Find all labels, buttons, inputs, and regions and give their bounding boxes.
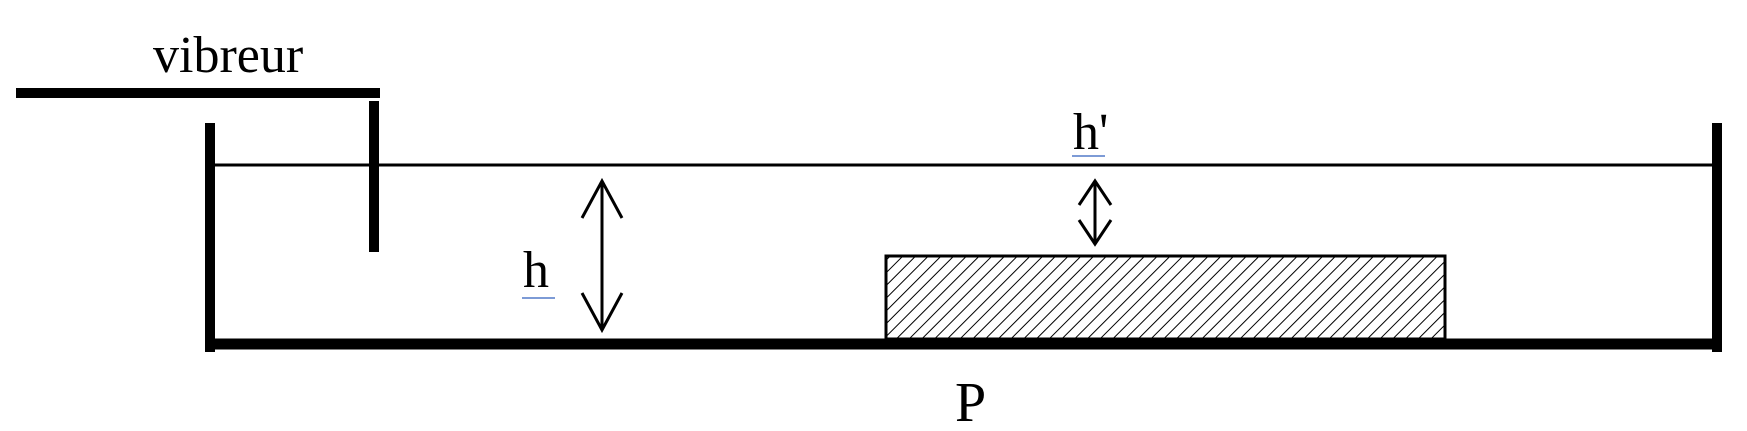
depth-h-prime-label: h'	[1073, 104, 1108, 161]
hatched-plate	[884, 254, 1447, 341]
vibrator-label: vibreur	[153, 27, 303, 84]
depth-h-arrow	[580, 177, 624, 334]
depth-h-prime-arrow	[1077, 178, 1113, 247]
plate-label: P	[955, 372, 986, 431]
depth-h-label: h	[523, 242, 549, 299]
